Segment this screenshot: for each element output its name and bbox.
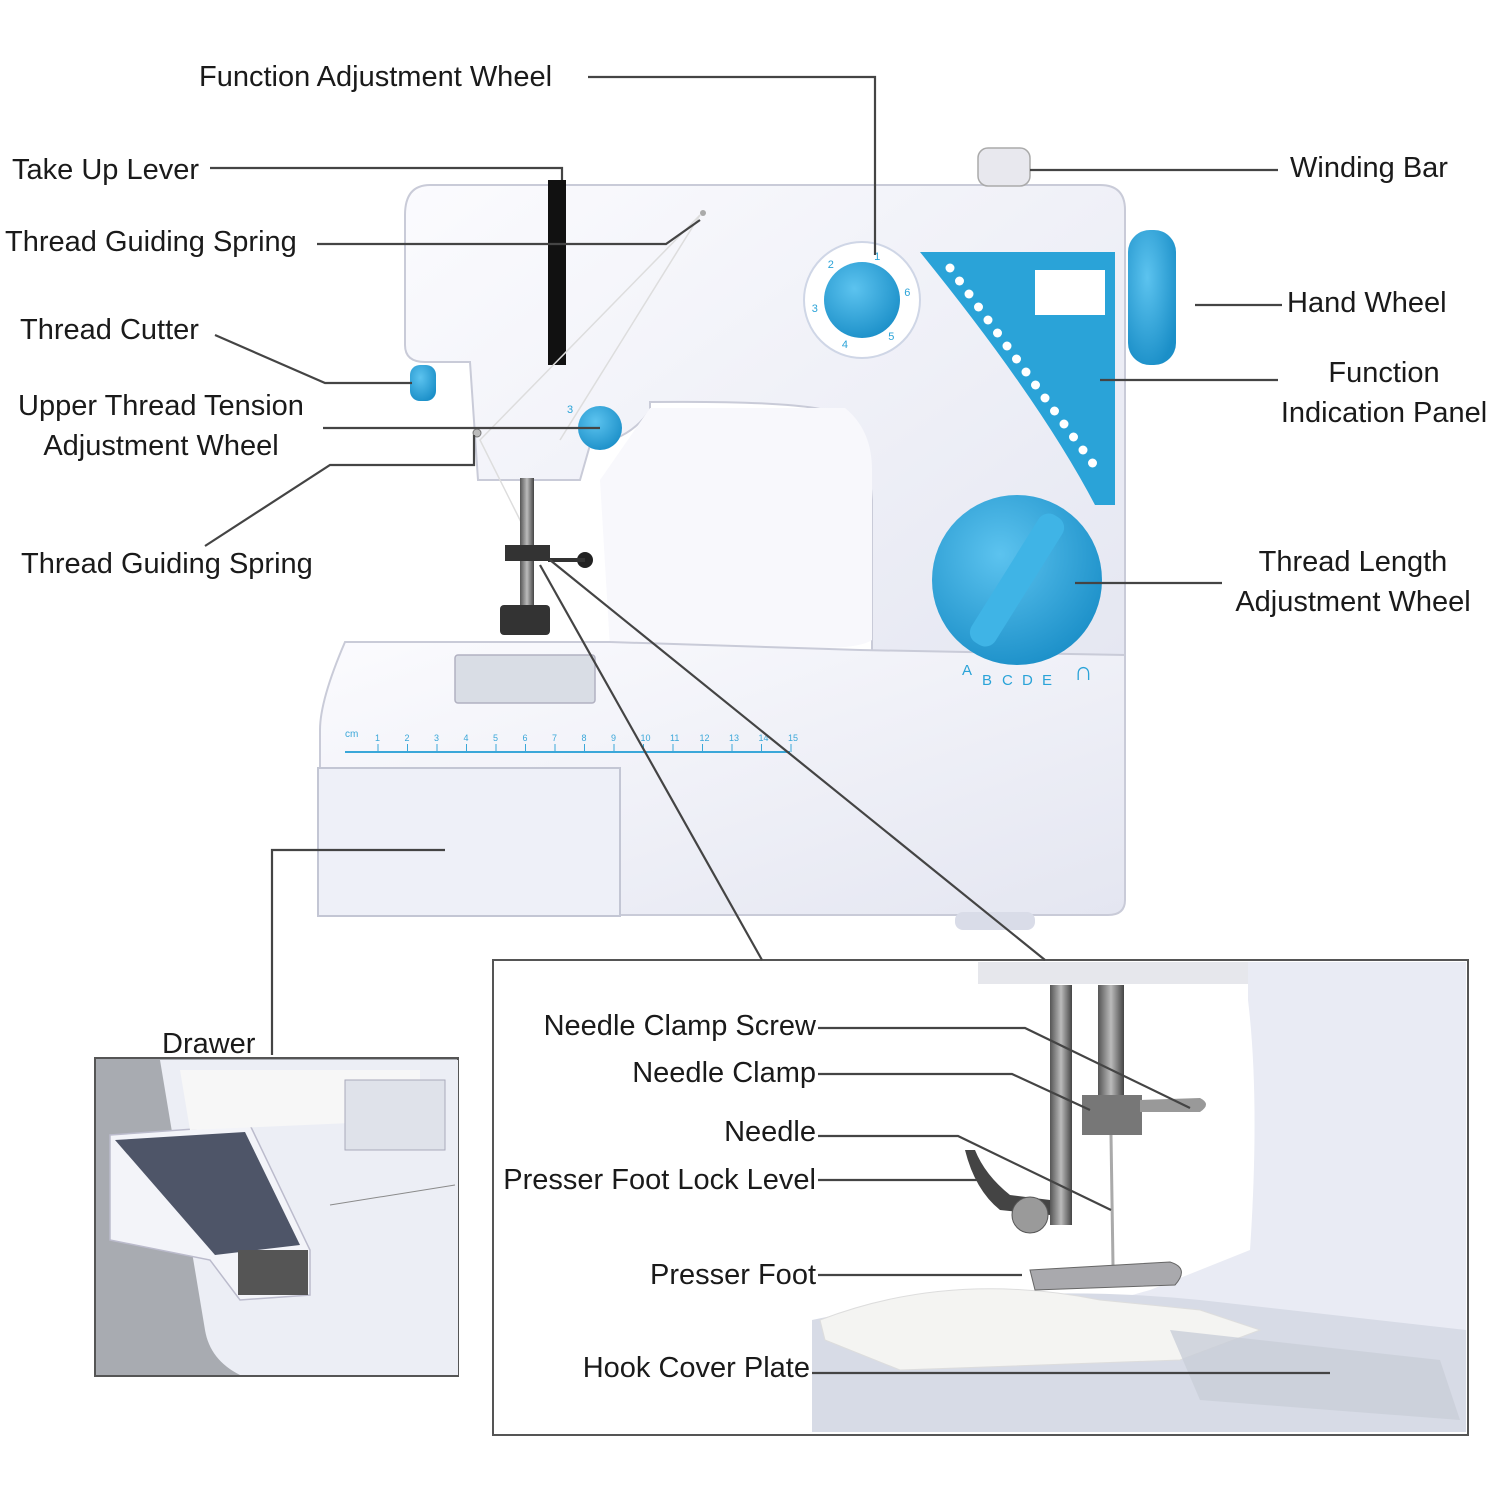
stitch-marker-dot xyxy=(1012,354,1021,364)
label-upper-thread-tension: Upper Thread Tension Adjustment Wheel xyxy=(5,389,317,463)
take-up-lever xyxy=(548,180,566,365)
function-dial-number: 4 xyxy=(842,339,848,351)
label-presser-foot-lock-level: Presser Foot Lock Level xyxy=(503,1164,816,1196)
label-take-up-lever: Take Up Lever xyxy=(12,154,199,186)
label-thread-cutter: Thread Cutter xyxy=(20,314,199,346)
ruler-number: 7 xyxy=(552,733,557,743)
label-winding-bar: Winding Bar xyxy=(1290,152,1448,184)
label-thread-guiding-spring-bottom: Thread Guiding Spring xyxy=(21,548,313,580)
label-needle-clamp: Needle Clamp xyxy=(632,1057,816,1089)
ruler-number: 8 xyxy=(582,733,587,743)
function-dial-number: 6 xyxy=(904,287,910,299)
label-thread-length-adjustment-wheel: Thread Length Adjustment Wheel xyxy=(1222,545,1484,619)
panel-stitch-markers xyxy=(945,263,1097,468)
ruler-number: 1 xyxy=(375,733,380,743)
label-function-indication-line1: Function xyxy=(1328,357,1440,389)
label-needle-clamp-screw: Needle Clamp Screw xyxy=(543,1010,816,1042)
length-dial-letter: D xyxy=(1022,672,1033,689)
needle-plate xyxy=(454,654,596,704)
length-dial-letter: E xyxy=(1042,672,1052,689)
ruler-number: 9 xyxy=(611,733,616,743)
label-presser-foot: Presser Foot xyxy=(650,1259,816,1291)
stitch-marker-dot xyxy=(1002,341,1012,351)
function-dial-number: 1 xyxy=(874,251,880,263)
stitch-marker-dot xyxy=(955,276,964,286)
drawer-front xyxy=(317,767,621,917)
ruler-number: 2 xyxy=(405,733,410,743)
label-hand-wheel: Hand Wheel xyxy=(1287,287,1447,319)
drawer-inset xyxy=(94,1057,459,1377)
thread-cutter xyxy=(410,365,436,401)
function-indication-panel xyxy=(920,252,1115,505)
label-drawer: Drawer xyxy=(162,1028,256,1060)
stitch-marker-dot xyxy=(974,302,983,312)
label-function-indication-line2: Indication Panel xyxy=(1280,397,1488,429)
function-dial-number: 5 xyxy=(888,331,894,343)
label-function-adjustment-wheel: Function Adjustment Wheel xyxy=(199,61,553,93)
label-function-indication-panel: Function Indication Panel xyxy=(1270,356,1498,430)
needle-detail-inset xyxy=(492,959,1469,1436)
label-upper-thread-tension-line2: Adjustment Wheel xyxy=(43,430,279,462)
stitch-marker-dot xyxy=(1088,458,1097,468)
stitch-marker-dot xyxy=(983,315,993,325)
ruler-number: 4 xyxy=(464,733,469,743)
ruler-number: 5 xyxy=(493,733,498,743)
winding-bar-spool xyxy=(977,147,1031,187)
label-hook-cover-plate: Hook Cover Plate xyxy=(582,1352,810,1384)
stitch-marker-dot xyxy=(1069,432,1078,442)
ruler-number: 11 xyxy=(670,733,679,743)
ruler-number: 12 xyxy=(700,733,710,743)
length-dial-letter: C xyxy=(1002,672,1013,689)
ruler-number: 10 xyxy=(641,733,651,743)
stitch-marker-dot xyxy=(993,328,1002,338)
ruler-number: 15 xyxy=(788,733,798,743)
stitch-marker-dot xyxy=(945,263,955,273)
function-dial-number: 2 xyxy=(828,259,834,271)
stitch-marker-dot xyxy=(1021,367,1031,377)
stitch-marker-dot xyxy=(964,289,974,299)
length-dial-letter: A xyxy=(962,662,972,679)
ruler-number: 6 xyxy=(523,733,528,743)
ruler-number: 14 xyxy=(759,733,769,743)
label-thread-length-line2: Adjustment Wheel xyxy=(1235,586,1471,618)
label-needle: Needle xyxy=(724,1116,816,1148)
label-thread-length-line1: Thread Length xyxy=(1258,546,1448,578)
label-upper-thread-tension-line1: Upper Thread Tension xyxy=(18,390,304,422)
function-dial-numbers: 1 6 5 4 3 2 xyxy=(812,251,911,351)
hand-wheel xyxy=(1128,230,1176,365)
ruler-number: 3 xyxy=(434,733,439,743)
stitch-marker-dot xyxy=(1050,406,1059,416)
length-dial-letter: B xyxy=(982,672,992,689)
svg-text:∩: ∩ xyxy=(1074,656,1093,686)
stitch-marker-dot xyxy=(1078,445,1088,455)
tension-mark: 3 xyxy=(567,404,573,416)
ruler-unit: cm xyxy=(345,729,358,740)
stitch-marker-dot xyxy=(1040,393,1050,403)
stitch-marker-dot xyxy=(1059,419,1069,429)
stitch-marker-dot xyxy=(1031,380,1040,390)
leader-lines xyxy=(204,75,1330,1375)
ruler-number: 13 xyxy=(729,733,739,743)
label-thread-guiding-spring-top: Thread Guiding Spring xyxy=(5,226,297,258)
function-dial-number: 3 xyxy=(812,303,818,315)
